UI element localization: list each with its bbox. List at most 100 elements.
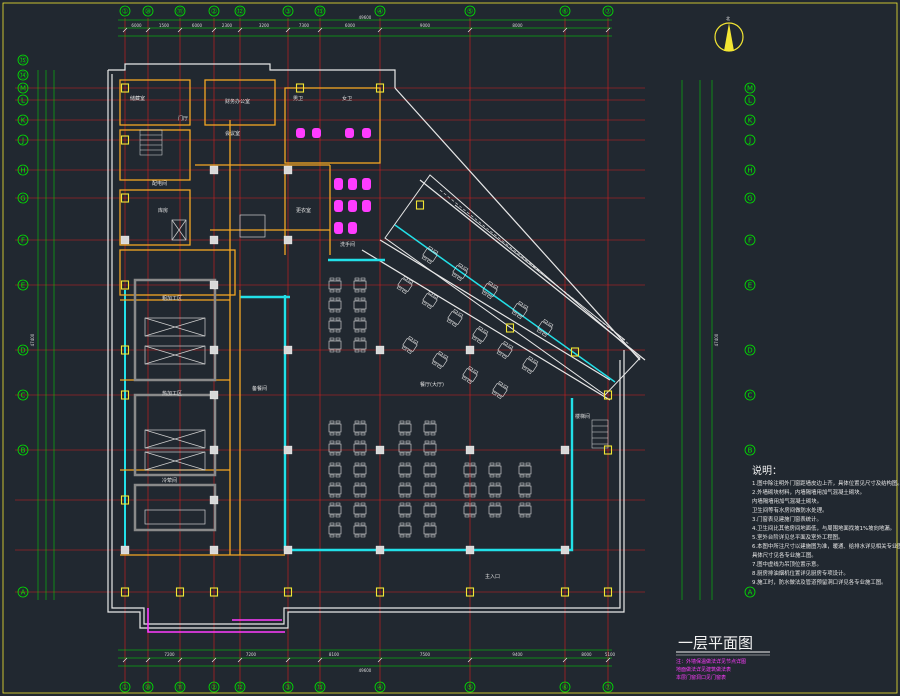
chair bbox=[470, 494, 476, 498]
chair bbox=[491, 391, 497, 396]
chair bbox=[470, 462, 476, 466]
axis-label: ⑤ bbox=[467, 684, 473, 692]
chair bbox=[335, 432, 341, 436]
dining-table bbox=[398, 420, 412, 436]
chair bbox=[446, 319, 452, 324]
chair bbox=[335, 522, 341, 526]
axis-bubble: F bbox=[744, 234, 756, 246]
axis-bubble-ring bbox=[464, 681, 476, 693]
table-top bbox=[518, 505, 532, 515]
column-exterior bbox=[603, 587, 613, 597]
chair bbox=[335, 502, 341, 506]
chair bbox=[354, 494, 360, 498]
dimension-tick bbox=[562, 27, 568, 33]
dimension-text: 7200 bbox=[246, 652, 257, 657]
chair bbox=[354, 452, 360, 456]
axis-bubble-ring bbox=[17, 344, 29, 356]
room-label: 洗手间 bbox=[340, 241, 355, 248]
chair bbox=[464, 482, 470, 486]
chair bbox=[360, 502, 366, 506]
dining-table bbox=[328, 297, 342, 313]
dining-table bbox=[488, 462, 502, 478]
dining-table bbox=[423, 522, 437, 538]
dining-tables bbox=[328, 246, 554, 538]
chair bbox=[525, 462, 531, 466]
room-label: 楼梯间 bbox=[575, 413, 590, 420]
footnote-line: 本层门窗洞口见门窗表 bbox=[676, 674, 726, 681]
column-exterior bbox=[120, 193, 130, 203]
table-top bbox=[522, 357, 538, 373]
chair bbox=[424, 534, 430, 538]
axis-label: C bbox=[21, 392, 26, 400]
chair bbox=[406, 349, 412, 354]
axis-bubble: ⑭ bbox=[17, 69, 29, 81]
chair bbox=[495, 514, 501, 518]
axis-bubble: H bbox=[744, 164, 756, 176]
axis-bubble-ring bbox=[142, 681, 154, 693]
axis-bubble: ⑥ bbox=[559, 5, 571, 17]
dining-table bbox=[431, 351, 449, 369]
axis-bubble-ring bbox=[602, 681, 614, 693]
table-top bbox=[463, 485, 477, 495]
chair bbox=[354, 502, 360, 506]
chair bbox=[329, 474, 335, 478]
table-top bbox=[518, 485, 532, 495]
table-top bbox=[398, 505, 412, 515]
axis-label: C bbox=[748, 392, 753, 400]
dining-table bbox=[536, 319, 554, 337]
table-top bbox=[447, 310, 463, 326]
chair bbox=[430, 432, 436, 436]
dimension-text: 8000 bbox=[581, 652, 592, 657]
axis-label: J bbox=[748, 137, 751, 145]
column-exterior bbox=[120, 280, 130, 290]
axis-bubble-ring bbox=[174, 681, 186, 693]
chair bbox=[360, 317, 366, 321]
column-exterior bbox=[603, 445, 613, 455]
chair bbox=[481, 291, 487, 296]
dining-table bbox=[353, 420, 367, 436]
chair bbox=[525, 502, 531, 506]
axis-bubble-ring bbox=[234, 5, 246, 17]
axis-label: ⑦ bbox=[605, 8, 611, 16]
chair bbox=[401, 289, 407, 294]
axis-label: ⑮ bbox=[20, 57, 27, 65]
dining-table bbox=[401, 336, 419, 354]
chair bbox=[519, 494, 525, 498]
axis-bubble: ⑤ bbox=[464, 5, 476, 17]
dining-table bbox=[328, 420, 342, 436]
chair bbox=[399, 432, 405, 436]
table-top bbox=[328, 340, 342, 350]
chair bbox=[399, 462, 405, 466]
chair bbox=[405, 534, 411, 538]
dimension-total-left: 47400 bbox=[30, 333, 35, 346]
dining-table bbox=[521, 356, 539, 374]
axis-bubble: J bbox=[17, 134, 29, 146]
axis-bubble-ring bbox=[17, 82, 29, 94]
axis-label: G bbox=[20, 195, 25, 203]
dining-table bbox=[328, 317, 342, 333]
chair bbox=[405, 462, 411, 466]
axis-bubble: K bbox=[17, 114, 29, 126]
axis-bubble: ④ bbox=[374, 5, 386, 17]
note-line: 具体尺寸见各专业施工图。 bbox=[752, 551, 817, 559]
dining-table bbox=[461, 366, 479, 384]
chair bbox=[519, 462, 525, 466]
axis-label: B bbox=[748, 447, 753, 455]
axis-bubble: G bbox=[17, 192, 29, 204]
room-label: 粗加工区 bbox=[162, 295, 182, 302]
dining-table bbox=[421, 291, 439, 309]
table-top bbox=[423, 443, 437, 453]
chair bbox=[430, 462, 436, 466]
chair bbox=[335, 337, 341, 341]
footnote-line: 地面做法详见建筑做法表 bbox=[676, 666, 731, 673]
dining-table bbox=[423, 482, 437, 498]
dimension-total-right: 47400 bbox=[714, 333, 719, 346]
chair bbox=[433, 249, 439, 254]
chair bbox=[354, 482, 360, 486]
axis-bubble-ring bbox=[744, 82, 756, 94]
column bbox=[209, 495, 219, 505]
chair bbox=[468, 366, 474, 371]
chair bbox=[408, 279, 414, 284]
column-exterior bbox=[375, 83, 385, 93]
dining-table bbox=[396, 276, 414, 294]
